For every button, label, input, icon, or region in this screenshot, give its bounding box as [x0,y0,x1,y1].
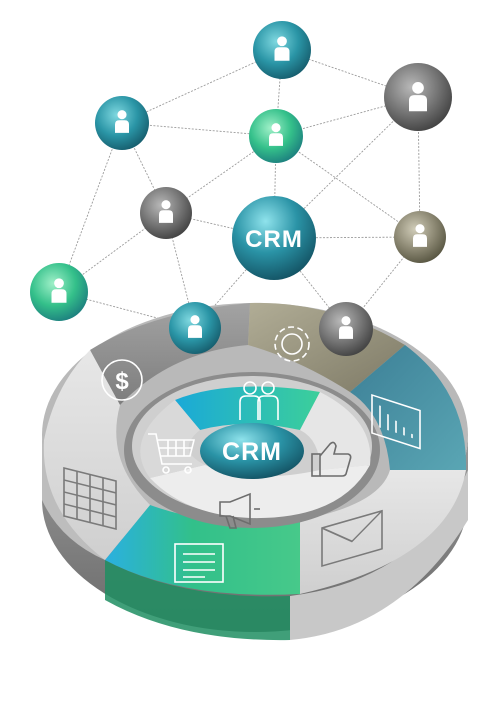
ring-center-label: CRM [222,438,282,466]
inner-people-segment [175,386,320,430]
shopping-cart-icon [148,433,196,474]
spreadsheet-icon [63,467,117,530]
ring-icons: $ [63,326,421,583]
people-icon [239,381,279,420]
connection-line [275,135,421,238]
hub-label: CRM [245,226,303,253]
network-node [140,187,192,239]
network-node [30,263,88,321]
network-node [394,211,446,263]
network-connections [58,49,421,330]
inner-cart-segment [140,400,205,478]
hub-circle [232,196,316,280]
thumbs-up-icon [311,441,352,477]
ring-side-green [105,560,290,641]
dollar-icon: $ [101,359,143,401]
connection-line [121,49,283,124]
envelope-icon [321,509,383,568]
crm-hub: CRM [232,196,316,280]
svg-text:$: $ [115,368,129,395]
megaphone-icon [219,492,260,529]
network-nodes: CRM [30,21,452,356]
inner-thumbs-segment [300,392,371,470]
planning-segment [43,350,151,560]
network-node [95,96,149,150]
ring-center-badge [200,423,304,479]
email-segment [300,470,466,594]
inner-megaphone-segment [150,465,370,519]
ring-side-light [290,470,468,640]
network-node [384,63,452,131]
bar-chart-document-icon [371,393,421,450]
document-icon [174,543,224,583]
crm-ring: CRM [42,302,468,641]
gear-icon [274,326,310,362]
network-node [253,21,311,79]
network-node [319,302,373,356]
network-node [169,302,221,354]
connection-line [121,122,167,214]
network-node [249,109,303,163]
